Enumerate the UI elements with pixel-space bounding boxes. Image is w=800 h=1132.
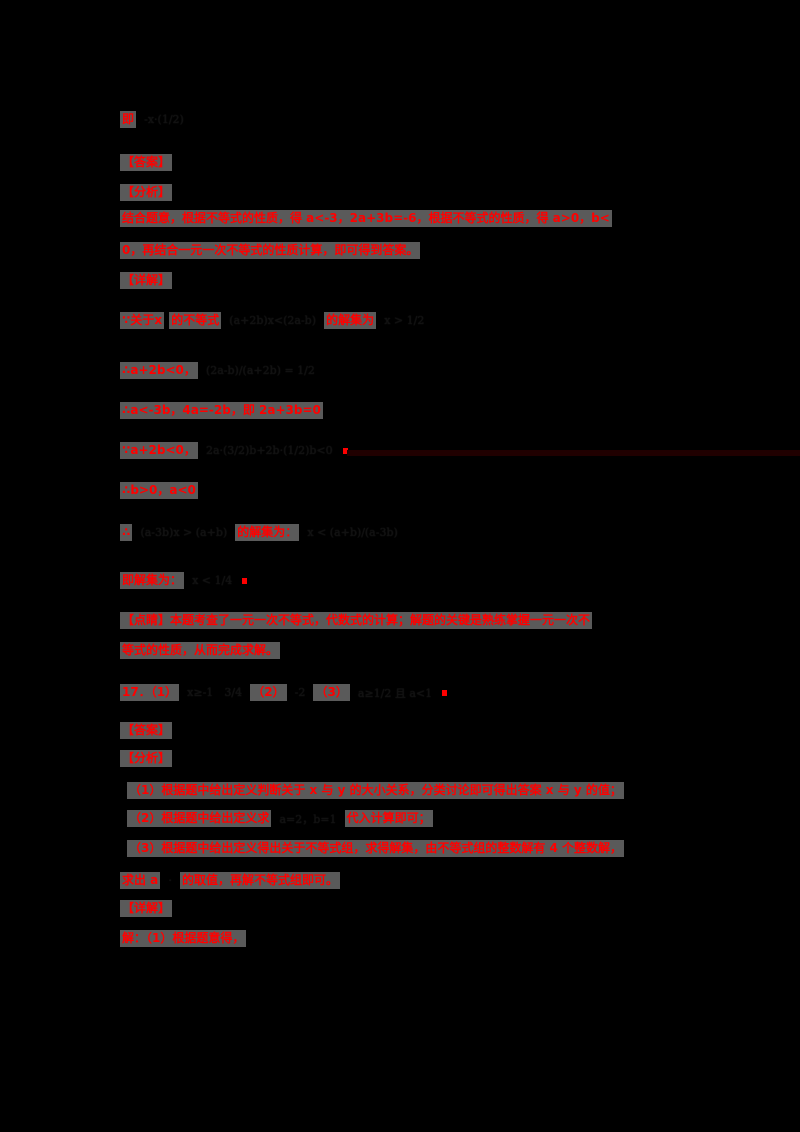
text-segment: 解：（1）根据题意得，: [120, 930, 247, 947]
math-formula: -x·(1/2): [141, 113, 187, 126]
line-19: （1）根据题中给出定义判断关于 x 与 y 的大小关系，分类讨论即可得出答案 x…: [127, 780, 624, 799]
line-13: 即解集为： x < 1/4: [120, 570, 248, 589]
math-formula: x < (a+b)/(a-3b): [304, 526, 401, 539]
question-number: 17．（1）: [120, 684, 180, 701]
text-segment: 的解集为: [324, 312, 377, 329]
line-15: 等式的性质，从而完成求解。: [120, 640, 281, 659]
text-segment: 的取值，再解不等式组即可。: [179, 872, 340, 889]
answer-label-1: 【答案】: [120, 152, 173, 171]
answer-label-2: 【答案】: [120, 720, 173, 739]
math-formula: a=2，b=1: [276, 810, 340, 827]
answer-heading: 【答案】: [120, 722, 173, 739]
detail-label-1: 【详解】: [120, 270, 173, 289]
math-formula: x > 1/2: [381, 314, 428, 327]
line-21: （3）根据题中给出定义得出关于不等式组，求得解集，由不等式组的整数解有 4 个整…: [127, 838, 625, 857]
text-segment: 代入计算即可；: [344, 810, 433, 827]
line-08: ∴a+2b<0， (2a-b)/(a+2b) = 1/2: [120, 360, 318, 379]
text-segment: 即: [120, 111, 137, 128]
line-22: 求出 a · 的取值，再解不等式组即可。: [120, 870, 340, 889]
text-segment: 的解集为：: [235, 524, 300, 541]
line-05: 0，再结合一元一次不等式的性质计算，即可得到答案。: [120, 240, 421, 259]
text-segment: ∵a+2b<0，: [120, 442, 198, 459]
text-segment: （2）: [250, 684, 287, 701]
math-formula: x≥-1: [184, 686, 217, 699]
math-formula: (2a-b)/(a+2b) = 1/2: [202, 364, 318, 377]
math-formula: 3/4: [221, 686, 246, 699]
math-formula: a≥1/2 且 a<1: [354, 684, 436, 701]
math-formula: ·: [165, 874, 175, 887]
math-formula: x < 1/4: [189, 574, 236, 587]
period-mark: [342, 447, 348, 454]
line-20: （2）根据题中给出定义求 a=2，b=1 代入计算即可；: [127, 808, 433, 827]
math-formula: (a+2b)x<(2a-b): [226, 314, 320, 327]
math-formula: -2: [291, 686, 309, 699]
text-segment: ∴b>0，a<0: [120, 482, 198, 499]
line-12: ∴ (a-3b)x > (a+b) 的解集为： x < (a+b)/(a-3b): [120, 522, 401, 541]
text-segment: 的不等式: [169, 312, 222, 329]
analysis-label-2: 【分析】: [120, 748, 173, 767]
text-segment: （1）根据题中给出定义判断关于 x 与 y 的大小关系，分类讨论即可得出答案 x…: [127, 782, 624, 799]
text-segment: ∵关于x: [120, 312, 165, 329]
line-11: ∴b>0，a<0: [120, 480, 198, 499]
text-segment: 结合题意，根据不等式的性质，得 a<-3，2a+3b=-6，根据不等式的性质，得…: [120, 210, 612, 227]
text-segment: （2）根据题中给出定义求: [127, 810, 272, 827]
math-formula: (a-3b)x > (a+b): [137, 526, 231, 539]
text-segment: ∴a+2b<0，: [120, 362, 198, 379]
line-10: ∵a+2b<0， 2a·(3/2)b+2b·(1/2)b<0: [120, 440, 348, 459]
line-16: 17．（1） x≥-1 3/4 （2） -2 （3） a≥1/2 且 a<1: [120, 682, 448, 701]
detail-label-2: 【详解】: [120, 898, 173, 917]
analysis-heading: 【分析】: [120, 184, 173, 201]
line-09: ∴a<-3b，4a=-2b，即 2a+3b=0: [120, 400, 323, 419]
text-segment: ∴: [120, 524, 133, 541]
period-mark: [442, 689, 448, 696]
text-segment: 求出 a: [120, 872, 161, 889]
line-24: 解：（1）根据题意得，: [120, 928, 247, 947]
comment-text: 等式的性质，从而完成求解。: [120, 642, 281, 659]
comment-text: 【点睛】本题考查了一元一次不等式，代数式的计算；解题的关键是熟练掌握一元一次不: [120, 612, 593, 629]
math-formula: 2a·(3/2)b+2b·(1/2)b<0: [202, 444, 336, 457]
line-01: 即 -x·(1/2): [120, 109, 187, 128]
text-segment: （3）: [313, 684, 350, 701]
period-mark: [242, 577, 248, 584]
decorative-stripe: [347, 450, 800, 456]
analysis-label-1: 【分析】: [120, 182, 173, 201]
text-segment: （3）根据题中给出定义得出关于不等式组，求得解集，由不等式组的整数解有 4 个整…: [127, 840, 625, 857]
detail-heading: 【详解】: [120, 272, 173, 289]
text-segment: 0，再结合一元一次不等式的性质计算，即可得到答案。: [120, 242, 421, 259]
detail-heading: 【详解】: [120, 900, 173, 917]
analysis-heading: 【分析】: [120, 750, 173, 767]
answer-heading: 【答案】: [120, 154, 173, 171]
line-07: ∵关于x 的不等式 (a+2b)x<(2a-b) 的解集为 x > 1/2: [120, 310, 428, 329]
line-04: 结合题意，根据不等式的性质，得 a<-3，2a+3b=-6，根据不等式的性质，得…: [120, 208, 612, 227]
text-segment: ∴a<-3b，4a=-2b，即 2a+3b=0: [120, 402, 323, 419]
line-14: 【点睛】本题考查了一元一次不等式，代数式的计算；解题的关键是熟练掌握一元一次不: [120, 610, 593, 629]
text-segment: 即解集为：: [120, 572, 185, 589]
